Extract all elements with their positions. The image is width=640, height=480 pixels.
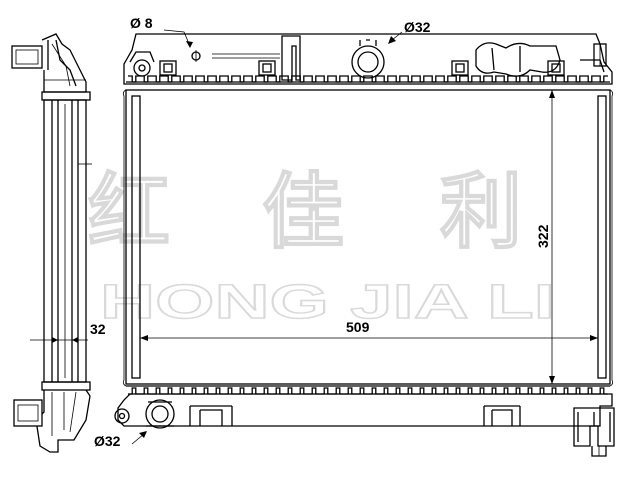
watermark-text-english: HONG JIA LI bbox=[100, 276, 555, 329]
dimension-hole-diameter-8: Ø 8 bbox=[130, 15, 153, 31]
hole-annotation-top-right: Ø32 bbox=[388, 19, 431, 44]
dimension-inlet-diameter-32: Ø32 bbox=[404, 19, 431, 35]
hole-annotation-top-left: Ø 8 bbox=[130, 15, 193, 48]
dimension-depth-label: 32 bbox=[90, 321, 106, 337]
hole-annotation-bottom: Ø32 bbox=[94, 431, 147, 449]
height-dimension: 322 bbox=[535, 90, 555, 384]
watermark-char-3: 利 bbox=[440, 165, 522, 260]
depth-dimension: 32 bbox=[30, 321, 106, 343]
width-dimension: 509 bbox=[140, 319, 598, 341]
dimension-height-label: 322 bbox=[535, 224, 551, 248]
front-view: Ø 8 Ø32 509 322 bbox=[94, 15, 615, 457]
top-tank-ribs bbox=[128, 75, 608, 83]
bottom-tank bbox=[114, 385, 615, 457]
dimension-width-label: 509 bbox=[346, 319, 370, 335]
core bbox=[122, 89, 614, 387]
side-top-tank bbox=[11, 33, 91, 101]
bottom-tank-ribs bbox=[128, 387, 608, 395]
watermark: 红 佳 利 HONG JIA LI bbox=[87, 164, 556, 330]
watermark-char-1: 红 bbox=[88, 165, 170, 260]
top-tank bbox=[123, 33, 613, 85]
side-view: 32 bbox=[11, 33, 106, 453]
dimension-outlet-diameter-32: Ø32 bbox=[94, 433, 121, 449]
watermark-char-2: 佳 bbox=[262, 165, 344, 260]
side-bottom-tank bbox=[13, 381, 91, 453]
